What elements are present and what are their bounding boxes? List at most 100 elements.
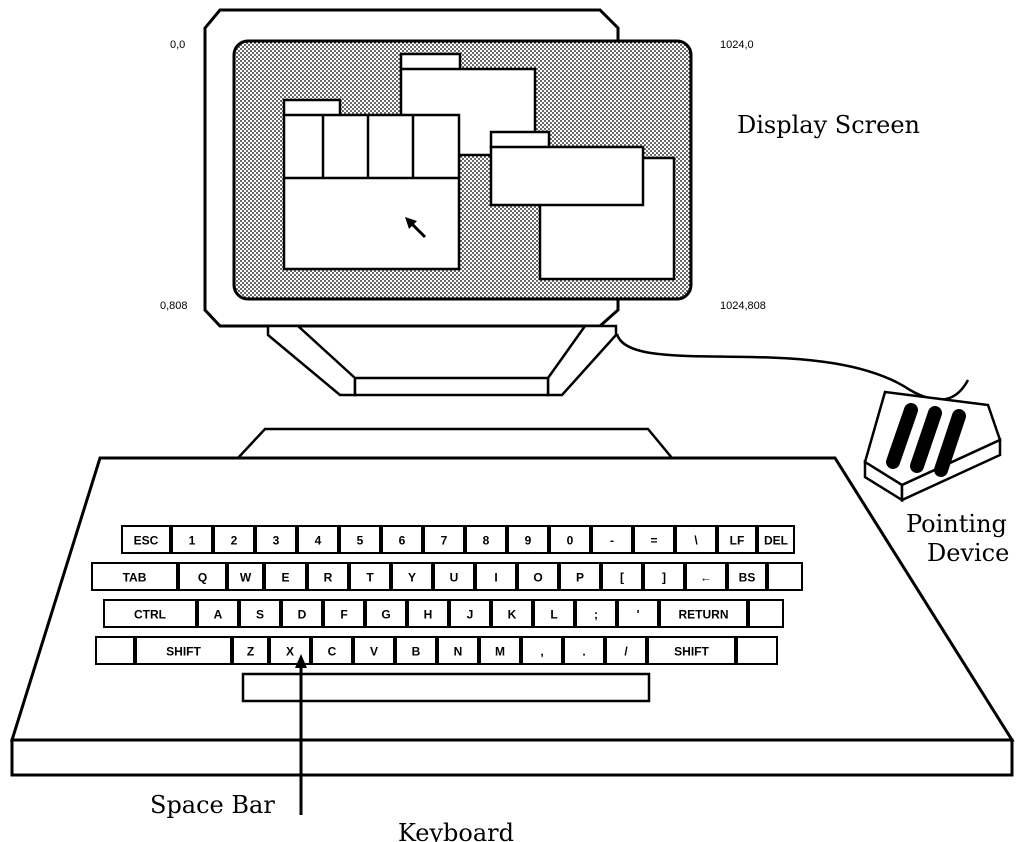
key-j[interactable]: J	[450, 600, 490, 627]
key-w-label: W	[240, 571, 252, 585]
key-8[interactable]: 8	[466, 526, 506, 553]
key-y[interactable]: Y	[392, 563, 432, 590]
key-s[interactable]: S	[240, 600, 280, 627]
key-o-label: O	[533, 571, 542, 585]
key-r[interactable]: R	[308, 563, 348, 590]
coord-bottom-right: 1024,808	[720, 300, 766, 312]
key-t[interactable]: T	[350, 563, 390, 590]
key-d[interactable]: D	[282, 600, 322, 627]
key-m[interactable]: M	[480, 637, 520, 664]
key-r-label: R	[324, 571, 333, 585]
key-5[interactable]: 5	[340, 526, 380, 553]
key-g[interactable]: G	[366, 600, 406, 627]
key-apostrophe[interactable]: '	[618, 600, 658, 627]
key-h-label: H	[424, 608, 433, 622]
key-k-label: K	[508, 608, 517, 622]
key-minus[interactable]: -	[592, 526, 632, 553]
blank-key-cap	[96, 637, 134, 664]
key-lf[interactable]: LF	[718, 526, 756, 553]
key-s-label: S	[256, 608, 264, 622]
key-3-label: 3	[273, 534, 280, 548]
key-o[interactable]: O	[518, 563, 558, 590]
space-bar[interactable]	[243, 674, 649, 701]
key-return[interactable]: RETURN	[660, 600, 747, 627]
keyboard-row-1: ESC12 3 45 6 7 8 9 0 -=\ LF DEL	[122, 526, 794, 553]
key-2[interactable]: 2	[214, 526, 254, 553]
key-left-arrow[interactable]: ←	[686, 563, 726, 590]
key-bs-label: BS	[739, 571, 756, 585]
key-w[interactable]: W	[228, 563, 263, 590]
key-shift[interactable]: SHIFT	[648, 637, 735, 664]
key-m-label: M	[495, 645, 505, 659]
key-n[interactable]: N	[438, 637, 478, 664]
key-comma[interactable]: ,	[522, 637, 562, 664]
key-e[interactable]: E	[265, 563, 306, 590]
key-backslash[interactable]: \	[676, 526, 716, 553]
keyboard-back-panel	[238, 429, 672, 458]
key-esc[interactable]: ESC	[122, 526, 170, 553]
key-tab[interactable]: TAB	[92, 563, 177, 590]
key-h[interactable]: H	[408, 600, 448, 627]
key-semicolon-label: ;	[594, 608, 598, 622]
key-right-bracket-label: ]	[662, 571, 666, 585]
key-6[interactable]: 6	[382, 526, 422, 553]
key-q[interactable]: Q	[179, 563, 226, 590]
pointing-device-label-line2: Device	[927, 539, 1009, 567]
key-d-label: D	[298, 608, 307, 622]
key-i-label: I	[494, 571, 497, 585]
key-lf-label: LF	[730, 534, 745, 548]
key-0[interactable]: 0	[550, 526, 590, 553]
key-x[interactable]: X	[270, 637, 310, 664]
key-n-label: N	[454, 645, 463, 659]
key-u[interactable]: U	[434, 563, 474, 590]
key-i[interactable]: I	[476, 563, 516, 590]
key-3[interactable]: 3	[256, 526, 296, 553]
blank-key-cap	[737, 637, 777, 664]
key-left-bracket[interactable]: [	[602, 563, 642, 590]
key-7-label: 7	[441, 534, 448, 548]
key-period-label: .	[582, 645, 585, 659]
key-period[interactable]: .	[564, 637, 604, 664]
blank-key-cap	[749, 600, 783, 627]
window-left	[284, 100, 459, 269]
key-bs[interactable]: BS	[728, 563, 766, 590]
key-slash[interactable]: /	[606, 637, 646, 664]
key-p[interactable]: P	[560, 563, 600, 590]
key-f[interactable]: F	[324, 600, 364, 627]
key-shift[interactable]: SHIFT	[136, 637, 231, 664]
key-b[interactable]: B	[396, 637, 436, 664]
coord-top-left: 0,0	[170, 39, 185, 51]
key-del[interactable]: DEL	[758, 526, 794, 553]
blank-key[interactable]	[96, 637, 134, 664]
key-7[interactable]: 7	[424, 526, 464, 553]
key-v[interactable]: V	[354, 637, 394, 664]
key-9[interactable]: 9	[508, 526, 548, 553]
key-k[interactable]: K	[492, 600, 532, 627]
key-v-label: V	[370, 645, 378, 659]
key-t-label: T	[366, 571, 374, 585]
blank-key[interactable]	[768, 563, 802, 590]
monitor: 0,0 1024,0 0,808 1024,808 Display Screen	[160, 10, 920, 326]
key-del-label: DEL	[764, 534, 788, 548]
key-0-label: 0	[567, 534, 574, 548]
blank-key[interactable]	[749, 600, 783, 627]
key-ctrl[interactable]: CTRL	[104, 600, 196, 627]
key-z[interactable]: Z	[233, 637, 268, 664]
key-semicolon[interactable]: ;	[576, 600, 616, 627]
key-6-label: 6	[399, 534, 406, 548]
key-a[interactable]: A	[198, 600, 238, 627]
key-u-label: U	[450, 571, 459, 585]
key-1[interactable]: 1	[172, 526, 212, 553]
monitor-stand	[268, 326, 616, 395]
key-right-bracket[interactable]: ]	[644, 563, 684, 590]
keyboard-keys: ESC1234567890-=\LFDELTABQWERTYUIOP[]←BSC…	[92, 526, 802, 664]
blank-key[interactable]	[737, 637, 777, 664]
key-l[interactable]: L	[534, 600, 574, 627]
key-4[interactable]: 4	[298, 526, 338, 553]
key-9-label: 9	[525, 534, 532, 548]
key-equals[interactable]: =	[634, 526, 674, 553]
keyboard-row-4: SHIFTZXCVBNM,./SHIFT	[96, 637, 777, 664]
key-c[interactable]: C	[312, 637, 352, 664]
keyboard-front-edge	[12, 740, 1012, 775]
